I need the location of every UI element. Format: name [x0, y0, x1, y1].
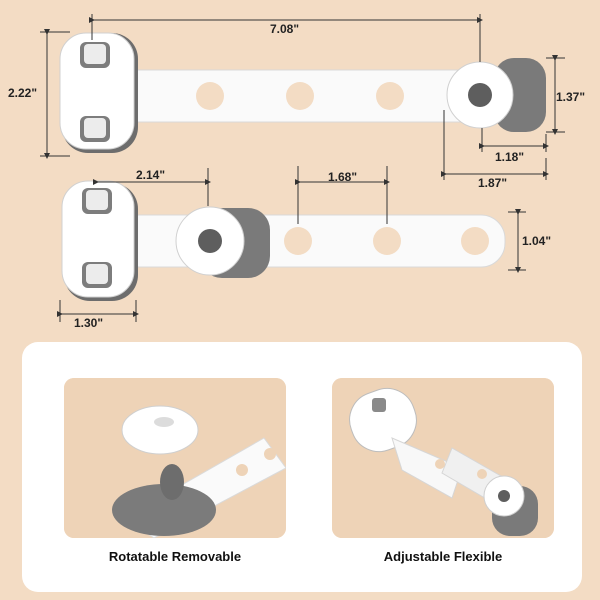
dimension-hole-spacing: 1.68"	[328, 170, 358, 184]
strap-hole	[286, 82, 314, 110]
features-panel: Rotatable Removable Adjustable Flexible	[22, 342, 582, 592]
bottom-lock	[61, 180, 506, 301]
dimension-knob-offset: 2.14"	[136, 168, 166, 182]
dimension-lines	[40, 14, 565, 322]
dimension-knob-width: 1.18"	[495, 150, 525, 164]
dimension-top-length: 7.08"	[270, 22, 300, 36]
strap-hole	[373, 227, 401, 255]
strap-hole	[196, 82, 224, 110]
dimension-knob-span: 1.87"	[478, 176, 508, 190]
feature-photo-rotatable	[64, 378, 286, 538]
dimension-base-width: 1.30"	[74, 316, 104, 330]
dimension-top-height: 2.22"	[8, 86, 38, 100]
top-lock	[59, 32, 546, 153]
feature-label-rotatable: Rotatable Removable	[108, 549, 242, 564]
dimension-knob-height: 1.37"	[556, 90, 586, 104]
feature-photo-adjustable	[332, 378, 554, 538]
strap-hole	[284, 227, 312, 255]
dimension-strap-height: 1.04"	[522, 234, 552, 248]
feature-label-adjustable: Adjustable Flexible	[383, 549, 503, 564]
strap-hole	[461, 227, 489, 255]
strap-hole	[376, 82, 404, 110]
